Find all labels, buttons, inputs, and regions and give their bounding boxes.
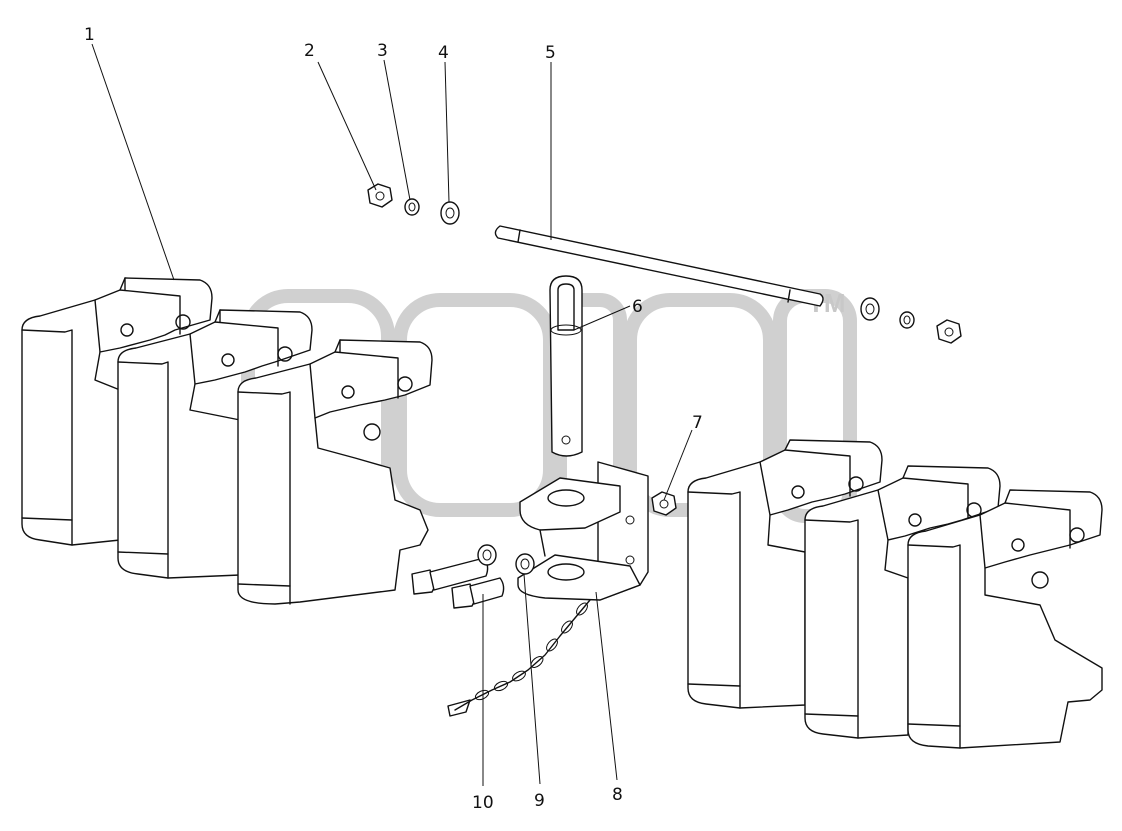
retaining-chain bbox=[447, 599, 591, 717]
hitch-bracket bbox=[517, 461, 649, 601]
callout-7: 7 bbox=[692, 413, 703, 433]
callout-10: 10 bbox=[472, 793, 494, 813]
hitch-pin bbox=[549, 275, 583, 457]
callout-5: 5 bbox=[545, 43, 556, 63]
flat-washer-top-left bbox=[440, 201, 460, 225]
flat-washer-right bbox=[860, 297, 880, 321]
nut-top-left bbox=[367, 183, 393, 208]
callout-4: 4 bbox=[438, 43, 449, 63]
spring-washer-top-left bbox=[404, 198, 420, 216]
spring-washer-right bbox=[899, 311, 915, 329]
callout-1: 1 bbox=[84, 25, 95, 45]
weight-left-2 bbox=[117, 309, 313, 579]
callout-8: 8 bbox=[612, 785, 623, 805]
bolt-lower bbox=[451, 577, 505, 609]
weight-left-3 bbox=[237, 339, 433, 605]
callouts: 1 2 3 4 5 6 7 8 9 10 bbox=[84, 25, 703, 813]
weight-left-1 bbox=[21, 277, 213, 546]
weight-right-2 bbox=[804, 465, 1001, 739]
weight-right-3 bbox=[907, 489, 1103, 749]
callout-6: 6 bbox=[632, 297, 643, 317]
callout-9: 9 bbox=[534, 791, 545, 811]
threaded-rod bbox=[494, 225, 824, 307]
washer-9-upper bbox=[477, 544, 497, 566]
leader-lines bbox=[91, 43, 693, 786]
nut-right bbox=[936, 319, 962, 344]
callout-3: 3 bbox=[377, 41, 388, 61]
washer-9-lower bbox=[515, 553, 535, 575]
callout-2: 2 bbox=[304, 41, 315, 61]
weight-right-1 bbox=[687, 439, 883, 709]
